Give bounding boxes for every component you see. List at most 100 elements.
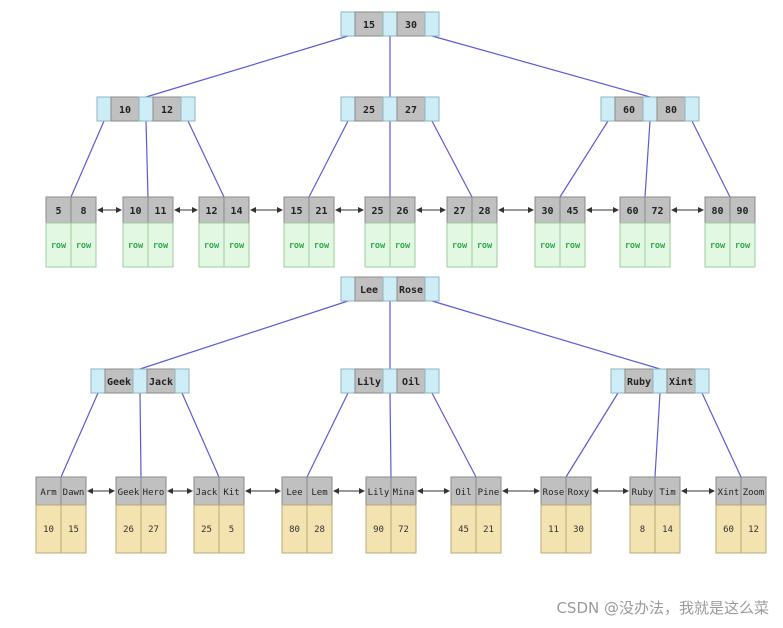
leaf-key: 30 xyxy=(541,206,553,217)
leaf-value-cell xyxy=(565,504,592,554)
leaf-value-cell xyxy=(122,222,149,268)
leaf-key: 10 xyxy=(129,206,141,217)
leaf-key-cell xyxy=(198,196,225,224)
key-cell xyxy=(104,368,134,394)
key-cell xyxy=(656,96,686,122)
tree-edge xyxy=(431,120,473,198)
leaf-value-cell xyxy=(60,504,87,554)
leaf-value: 45 xyxy=(458,525,469,535)
leaf-key: Oil xyxy=(455,488,471,498)
leaf-key-cell xyxy=(644,196,671,224)
tree-edge xyxy=(559,120,609,198)
leaf-value: row xyxy=(204,241,220,251)
leaf-key: 8 xyxy=(80,206,86,217)
leaf-key-cell xyxy=(475,476,502,506)
leaf-value: 27 xyxy=(148,525,159,535)
leaf-links xyxy=(87,207,715,494)
leaf-key: 72 xyxy=(651,206,663,217)
node-key: Xint xyxy=(669,376,693,388)
tree-edge xyxy=(691,120,731,198)
leaf-value: 15 xyxy=(68,525,79,535)
leaf-key: Xint xyxy=(718,488,740,498)
pointer-cell xyxy=(180,96,196,122)
leaf-value: row xyxy=(76,241,92,251)
tree-edges xyxy=(60,35,742,478)
leaf-key-cell xyxy=(446,196,473,224)
node-key: Rose xyxy=(399,285,423,296)
leaf-key: Pine xyxy=(478,488,500,498)
leaf-key: 5 xyxy=(55,206,61,217)
leaf-value: 28 xyxy=(314,525,325,535)
tree-edge xyxy=(70,120,105,198)
leaf-key: Lily xyxy=(368,488,390,498)
key-cell xyxy=(396,11,426,37)
leaf-value-cell xyxy=(364,222,391,268)
leaf-value-cell xyxy=(390,504,417,554)
leaf-key: Ruby xyxy=(632,488,654,498)
leaf-value: row xyxy=(625,241,641,251)
leaf-key: Geek xyxy=(118,488,140,498)
leaf-value: 21 xyxy=(483,525,494,535)
tree-edge xyxy=(308,120,349,198)
node-key: Lily xyxy=(357,376,381,388)
node-key: 60 xyxy=(623,105,635,116)
leaf-value: row xyxy=(370,241,386,251)
key-cell xyxy=(146,368,176,394)
leaf-value: row xyxy=(314,241,330,251)
leaf-key-cell xyxy=(390,476,417,506)
leaf-value: row xyxy=(540,241,556,251)
leaf-key-cell xyxy=(364,196,391,224)
leaf-key-cell xyxy=(147,196,174,224)
node-key: Oil xyxy=(402,376,420,388)
leaf-value-cell xyxy=(475,504,502,554)
leaf-value: row xyxy=(650,241,666,251)
tree-edge xyxy=(306,392,349,478)
leaf-key: Mina xyxy=(393,488,415,498)
leaf-value: row xyxy=(229,241,245,251)
leaf-value: 80 xyxy=(289,525,300,535)
leaf-value: 25 xyxy=(201,525,212,535)
leaf-value-cell xyxy=(70,222,97,268)
leaf-key: 14 xyxy=(230,206,242,217)
node-key: 30 xyxy=(405,20,417,31)
leaf-value-cell xyxy=(306,504,333,554)
tree-edge xyxy=(431,35,651,98)
tree-edge xyxy=(145,120,149,198)
leaf-value-cell xyxy=(389,222,416,268)
leaf-value: 12 xyxy=(748,525,759,535)
leaf-value: 26 xyxy=(123,525,134,535)
leaf-value-cell xyxy=(704,222,731,268)
leaf-value-cell xyxy=(644,222,671,268)
leaf-value-cell xyxy=(619,222,646,268)
pointer-cell xyxy=(684,96,700,122)
leaf-value: 60 xyxy=(723,525,734,535)
leaf-value: row xyxy=(153,241,169,251)
pointer-cell xyxy=(424,276,440,302)
leaf-value-cell xyxy=(218,504,245,554)
leaf-value-cell xyxy=(147,222,174,268)
watermark: CSDN @没办法，我就是这么菜 xyxy=(556,599,769,617)
node-key: 15 xyxy=(363,20,375,31)
leaf-key: Dawn xyxy=(63,488,85,498)
leaf-value: 72 xyxy=(398,525,409,535)
node-key: 25 xyxy=(363,105,375,116)
leaf-key: 45 xyxy=(566,206,578,217)
leaf-value-cell xyxy=(654,504,681,554)
leaf-key: Arm xyxy=(40,488,56,498)
tree-edge xyxy=(145,35,349,98)
leaf-key-cell xyxy=(223,196,250,224)
key-cell xyxy=(624,368,654,394)
leaf-value: 5 xyxy=(229,525,234,535)
